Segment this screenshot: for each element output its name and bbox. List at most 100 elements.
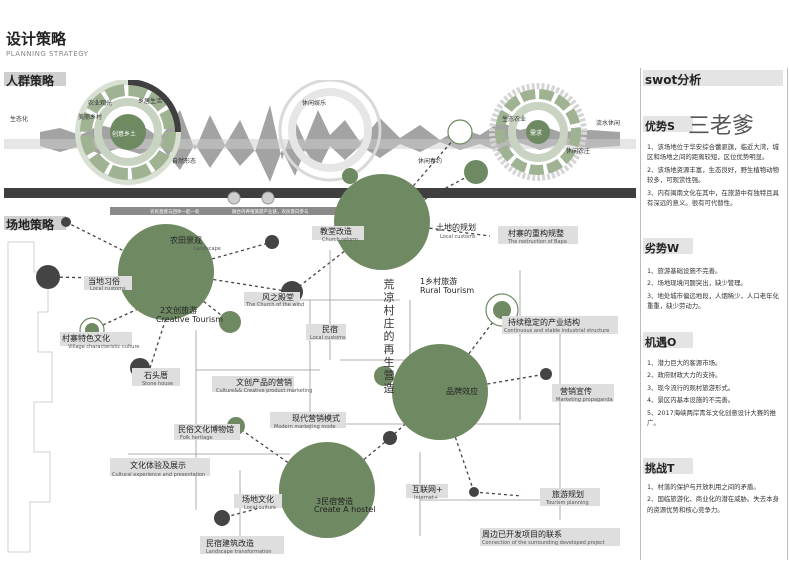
tag-culture-experience xyxy=(110,458,210,476)
strengths-title: 优势S xyxy=(645,120,675,133)
crowd-label-natural: 自然形态 xyxy=(172,158,197,165)
tag-homestay xyxy=(306,324,346,340)
opportunity-item: 3、现今流行的观村旅游形式。 xyxy=(647,383,735,392)
swot-title-bar xyxy=(643,70,783,86)
crowd-bar-text-2: 融合内养殖旅游产业链，农民意向参与 xyxy=(232,210,309,215)
weaknesses-title: 劣势W xyxy=(645,242,680,255)
crowd-label-water: 流水休闲 xyxy=(596,120,621,127)
site-culture-en: Local culture xyxy=(244,505,277,511)
page-title: 设计策略 xyxy=(6,30,67,48)
threats-title: 挑战T xyxy=(645,462,675,475)
strengths-list: 1、该场地位于华安综合蕾驱旗，临近大湾，城区和场地之间的距离较短，区位优势明显。… xyxy=(647,142,781,210)
opportunity-item: 2、政府财政大力的支持。 xyxy=(647,371,722,380)
tag-reconstruction xyxy=(498,226,578,244)
opportunities-list: 1、潜力巨大的客源市场。 2、政府财政大力的支持。 3、现今流行的观村旅游形式。… xyxy=(647,358,781,430)
crowd-strategy-graphic xyxy=(4,80,636,215)
homestay-label: 民宿 xyxy=(322,325,338,334)
culture-experience-label: 文化体验及展示 xyxy=(130,461,186,470)
weaknesses-bar xyxy=(643,238,693,254)
folk-museum-en: Folk heritage xyxy=(180,435,213,441)
tourism-planning-label: 旅游规划 xyxy=(552,490,584,499)
folk-museum-label: 民俗文化博物馆 xyxy=(178,425,234,434)
reconstruction-en: The restruction of Bapa xyxy=(508,239,567,245)
tag-marketing xyxy=(552,384,614,402)
opportunities-bar xyxy=(643,332,693,348)
tag-village-culture xyxy=(60,332,132,346)
tag-tourism-planning xyxy=(540,488,600,506)
swot-title: swot分析 xyxy=(645,73,702,87)
tag-stone-house xyxy=(132,368,180,386)
crowd-label-farm-tour: 农业观光 xyxy=(88,100,113,107)
sustainable-label: 持续稳定的产业结构 xyxy=(508,318,580,327)
crowd-bar-text-4: 居民 居民生活 xyxy=(420,210,449,215)
cultural-marketing-en: Culture&& Creative product marketing xyxy=(216,388,313,394)
wind-label: 风之殿堂 xyxy=(262,293,294,302)
crowd-info-bar xyxy=(110,207,390,215)
opportunities-title: 机遇O xyxy=(645,336,677,349)
threat-item: 2、国临旅游化、商业化的潜在威胁。失去本身的资源优势和核心竞争力。 xyxy=(647,495,779,514)
crowd-label-pastoral: 美丽乡村 xyxy=(78,114,103,121)
surrounding-en: Connection of the surrounding developed … xyxy=(482,540,605,546)
tag-wind xyxy=(244,292,300,306)
opportunity-item: 5、2017海峡两岸青年文化创意设计大赛的推广。 xyxy=(647,408,776,428)
weakness-item: 1、旅游基础设施不完善。 xyxy=(647,267,722,275)
farmland-en: Landscape xyxy=(194,246,221,252)
demand-core xyxy=(526,120,550,144)
site-culture-label: 场地文化 xyxy=(242,495,274,504)
church-reform-label: 教堂改造 xyxy=(320,227,352,236)
tag-surrounding xyxy=(480,528,620,546)
church-reform-en: Church reform xyxy=(322,237,358,243)
tag-sustainable xyxy=(502,316,618,334)
tourism-planning-en: Tourism planning xyxy=(546,500,589,506)
weakness-item: 3、地处城市偏远地段，人烟稀少，人口老年化重重，缺少劳动力。 xyxy=(647,291,779,311)
swot-stamp-text: 三老爹 xyxy=(688,114,755,139)
village-culture-label: 村寨特色文化 xyxy=(62,334,110,343)
crowd-label-leisure-spring: 休闲春约 xyxy=(418,158,443,165)
surrounding-label: 周边已开发项目的联系 xyxy=(482,530,562,539)
landscape-reform-en: Landscape transformation xyxy=(206,549,272,555)
crowd-label-leisure: 休闲娱乐 xyxy=(302,100,327,107)
creative-tourism-en: Creative Tourism xyxy=(156,315,224,324)
page-subtitle: PLANNING STRATEGY xyxy=(6,50,89,58)
land-planning-label: 土地的规划 xyxy=(436,223,476,232)
marketing-en: Marketing propaganda xyxy=(556,397,613,403)
stone-house-en: Stone house xyxy=(142,381,174,387)
site-section-bar xyxy=(4,216,66,230)
crowd-timeline-band xyxy=(4,188,636,198)
sustainable-en: Continuous and stable industrial structu… xyxy=(504,328,610,334)
creative-tourism-circle xyxy=(118,224,214,320)
wind-en: The Church of the wind xyxy=(246,302,305,308)
weaknesses-list: 1、旅游基础设施不完善。 2、场地现境问题突出，缺少管理。 3、地处城市偏远地段… xyxy=(647,266,781,314)
opportunity-item: 4、景区内基本设施的不完善。 xyxy=(647,396,735,405)
crowd-label-demand: 需求 xyxy=(530,130,543,137)
crowd-label-rural-life: 乡居生活 xyxy=(138,98,163,105)
hostel-circle xyxy=(279,442,375,538)
threats-bar xyxy=(643,458,693,474)
tag-folk-museum xyxy=(174,424,240,440)
site-section-title: 场地策略 xyxy=(6,218,55,232)
strength-item: 3、内有闽南文化在其中，在旅游中有独特且具有深远的意义。很有可代替性。 xyxy=(647,188,779,208)
threat-item: 1、村落的保护与开放利用之间的矛盾。 xyxy=(647,483,760,491)
cultural-marketing-label: 文创产品的营销 xyxy=(236,378,292,387)
reconstruction-label: 村寨的重构规整 xyxy=(508,229,564,238)
crowd-section-title: 人群策略 xyxy=(6,74,55,88)
crowd-label-eco: 生态化 xyxy=(10,116,29,123)
strength-item: 1、该场地位于华安综合蕾驱旗，临近大湾，城区和场地之间的距离较短，区位优势明显。 xyxy=(647,143,779,162)
land-planning-en: Local customs xyxy=(440,234,476,240)
modern-marketing-en: Modern marketing mode xyxy=(274,424,336,430)
stone-house-label: 石头厝 xyxy=(144,371,168,380)
crowd-bar-text-1: 农民直接与团体一起一处 xyxy=(150,210,200,215)
culture-experience-en: Cultural experience and presentation xyxy=(112,472,206,478)
rural-tourism-en: Rural Tourism xyxy=(420,286,475,295)
tag-local-custom xyxy=(84,276,132,290)
crowd-label-leisure-farm: 休闲农庄 xyxy=(566,148,591,155)
landscape-reform-label: 民宿建筑改造 xyxy=(206,539,254,548)
hostel-en: Create A hostel xyxy=(314,505,376,514)
swot-panel: swot分析 优势S 1、该场地位于华安综合蕾驱旗，临近大湾，城区和场地之间的距… xyxy=(640,68,788,560)
creative-rural-core xyxy=(110,114,146,150)
strength-item: 2、该场地资源丰富，生态良好，野生植物动物较多，可观赏性强。 xyxy=(647,165,779,185)
homestay-en: Local customs xyxy=(310,335,346,341)
tag-cultural-marketing xyxy=(212,376,294,392)
crowd-label-creative: 创意乡土 xyxy=(112,131,137,138)
tag-internet xyxy=(406,484,448,498)
